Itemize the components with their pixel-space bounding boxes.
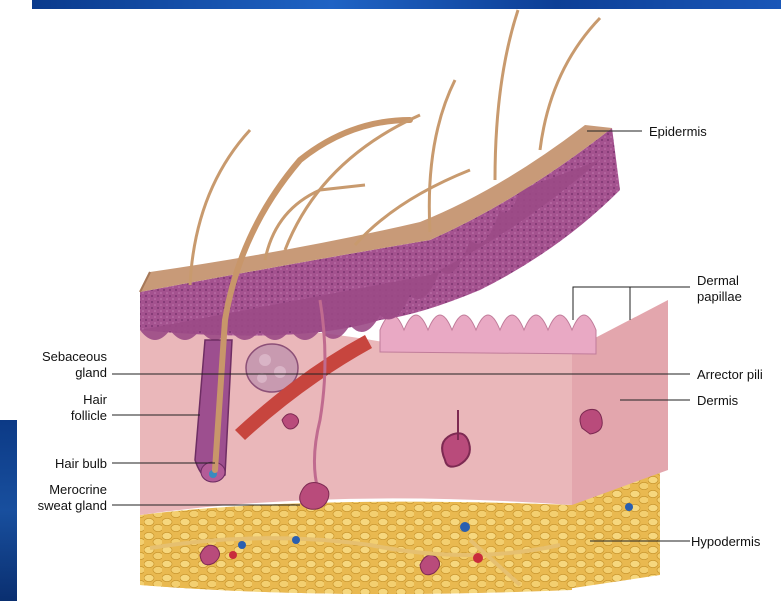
label-dermis: Dermis <box>697 393 738 408</box>
dermal-papillae <box>380 315 596 354</box>
label-merocrine-sweat-gland-line2: sweat gland <box>38 498 107 513</box>
merocrine-sweat-gland-shape <box>300 483 329 510</box>
label-arrector-pili: Arrector pili <box>697 367 763 382</box>
label-hair-follicle-line1: Hair <box>83 392 107 407</box>
label-dermal-papillae-line1: Dermal <box>697 273 739 288</box>
label-sebaceous-gland-line1: Sebaceous <box>42 349 107 364</box>
label-dermal-papillae-line2: papillae <box>697 289 742 304</box>
label-merocrine-sweat-gland-line1: Merocrine <box>49 482 107 497</box>
label-hair-bulb: Hair bulb <box>55 456 107 471</box>
label-sebaceous-gland-line2: gland <box>75 365 107 380</box>
label-hair-follicle-line2: follicle <box>71 408 107 423</box>
label-hypodermis: Hypodermis <box>691 534 760 549</box>
label-epidermis: Epidermis <box>649 124 707 139</box>
